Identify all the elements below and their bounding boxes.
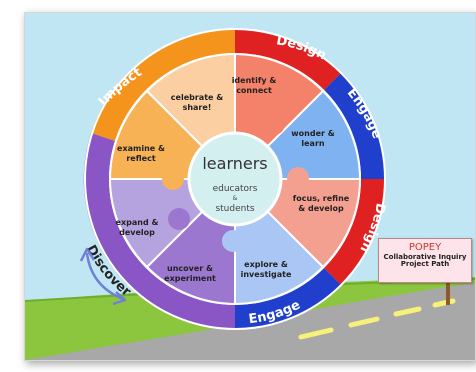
puzzle-knob-identify <box>263 113 285 135</box>
sign-post <box>446 269 450 305</box>
label-focus-1: focus, refine <box>293 194 350 203</box>
hub-line-1: educators <box>213 184 258 194</box>
label-identify-2: connect <box>236 86 272 95</box>
puzzle-knob-focus <box>287 167 309 189</box>
label-explore-1: explore & <box>244 260 288 269</box>
hub-circle <box>187 131 283 227</box>
label-expand-2: develop <box>119 228 155 237</box>
label-identify-1: identify & <box>232 76 277 85</box>
diagram-frame: learners educators & students identify &… <box>24 12 476 361</box>
cycle-arrow-head-bottom <box>112 291 127 306</box>
ring-design-top <box>235 29 341 91</box>
hub-amp: & <box>233 195 238 202</box>
ring-discover <box>83 133 235 330</box>
label-expand-1: expand & <box>116 218 159 227</box>
label-wonder-1: wonder & <box>291 129 334 138</box>
puzzle-knob-examine <box>162 168 184 190</box>
inquiry-wheel-diagram: learners educators & students identify &… <box>25 13 475 360</box>
sign-subtitle-1: Collaborative Inquiry <box>383 252 467 261</box>
label-uncover-2: experiment <box>164 274 216 283</box>
sign-title: POPEY <box>408 242 442 253</box>
road-markings <box>298 298 456 340</box>
hub-title: learners <box>202 154 267 173</box>
label-uncover-1: uncover & <box>167 264 213 273</box>
label-wonder-2: learn <box>301 139 325 148</box>
ring-engage-right <box>323 73 385 179</box>
label-celebrate-2: share! <box>183 103 212 112</box>
ring-outline <box>84 28 386 330</box>
label-focus-2: & develop <box>298 204 344 213</box>
cycle-arrow-head-top <box>79 247 96 262</box>
sign-subtitle-2: Project Path <box>400 259 450 268</box>
ring-engage-bottom <box>235 267 341 329</box>
popey-sign: POPEY Collaborative Inquiry Project Path <box>378 238 472 283</box>
puzzle-knob-uncover <box>168 208 190 230</box>
hub-line-2: students <box>215 204 254 214</box>
label-explore-2: investigate <box>241 270 292 279</box>
label-celebrate-1: celebrate & <box>171 93 223 102</box>
ring-impact <box>91 28 235 141</box>
puzzle-knob-explore <box>222 230 244 252</box>
label-examine-2: reflect <box>126 154 155 163</box>
cycle-arrow <box>85 252 124 301</box>
ring-design-right <box>323 179 385 285</box>
label-examine-1: examine & <box>117 144 165 153</box>
